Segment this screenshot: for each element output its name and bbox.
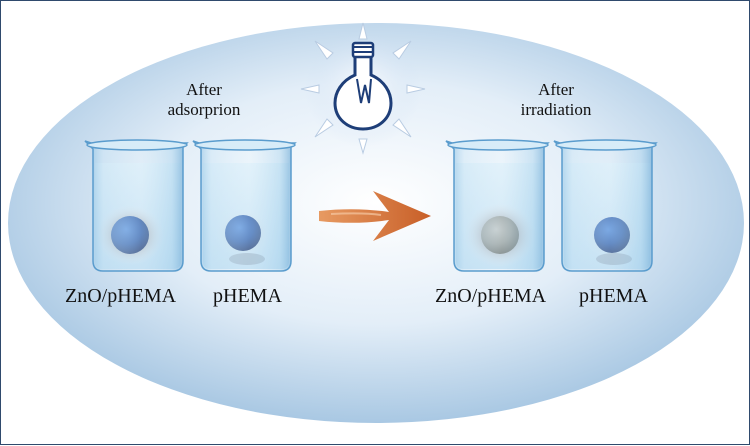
beaker-icon: [84, 139, 189, 272]
beaker-icon: [553, 139, 658, 272]
after-irradiation-caption: After irradiation: [520, 80, 592, 119]
phema-label-after: pHEMA: [579, 285, 648, 307]
phema-label-before: pHEMA: [213, 285, 282, 307]
zno-phema-label-before: ZnO/pHEMA: [65, 285, 177, 307]
background-ellipse: [8, 23, 744, 423]
arrow-icon: [319, 191, 431, 241]
light-bulb-icon: [300, 22, 426, 155]
zno-phema-label-after: ZnO/pHEMA: [435, 285, 547, 307]
after-adsorption-caption: After adsorprion: [167, 80, 241, 119]
beaker-icon: [192, 139, 297, 272]
beaker-icon: [445, 139, 550, 272]
